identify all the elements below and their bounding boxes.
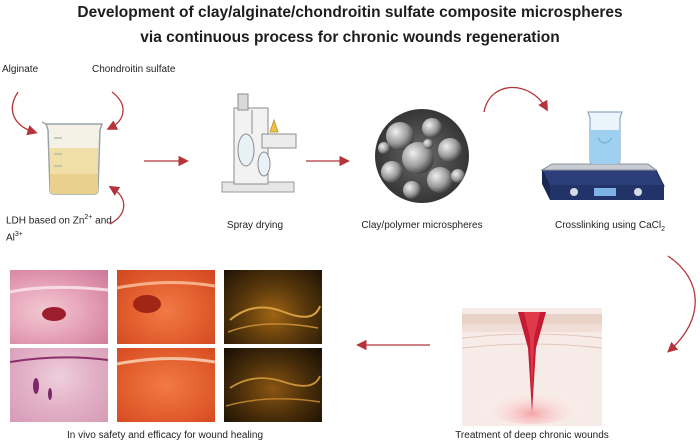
treatment-label: Treatment of deep chronic wounds [455, 430, 609, 441]
spray-dryer-icon [221, 93, 297, 193]
crosslinking-label: Crosslinking using CaCl2 [554, 220, 666, 233]
histology-tile-4 [10, 348, 108, 422]
spray-drying-label: Spray drying [226, 220, 284, 231]
beaker-icon [41, 121, 104, 195]
histology-tile-2 [117, 270, 215, 344]
microspheres-sem-image [375, 109, 469, 203]
magnetic-stirrer-icon [540, 111, 665, 200]
alginate-label: Alginate [2, 64, 39, 75]
title-line-2: via continuous process for chronic wound… [140, 29, 560, 46]
histology-tile-6 [224, 348, 322, 422]
microspheres-label: Clay/polymer microspheres [361, 220, 483, 231]
histology-tile-3 [224, 270, 322, 344]
histology-tile-5 [117, 348, 215, 422]
histology-tile-1 [10, 270, 108, 344]
chondroitin-label: Chondroitin sulfate [92, 64, 176, 75]
in-vivo-label: In vivo safety and efficacy for wound he… [66, 430, 264, 441]
skin-wound-illustration [461, 308, 603, 426]
title-line-1: Development of clay/alginate/chondroitin… [77, 4, 623, 21]
ldh-label: LDH based on Zn2+ and Al3+ [6, 214, 112, 244]
